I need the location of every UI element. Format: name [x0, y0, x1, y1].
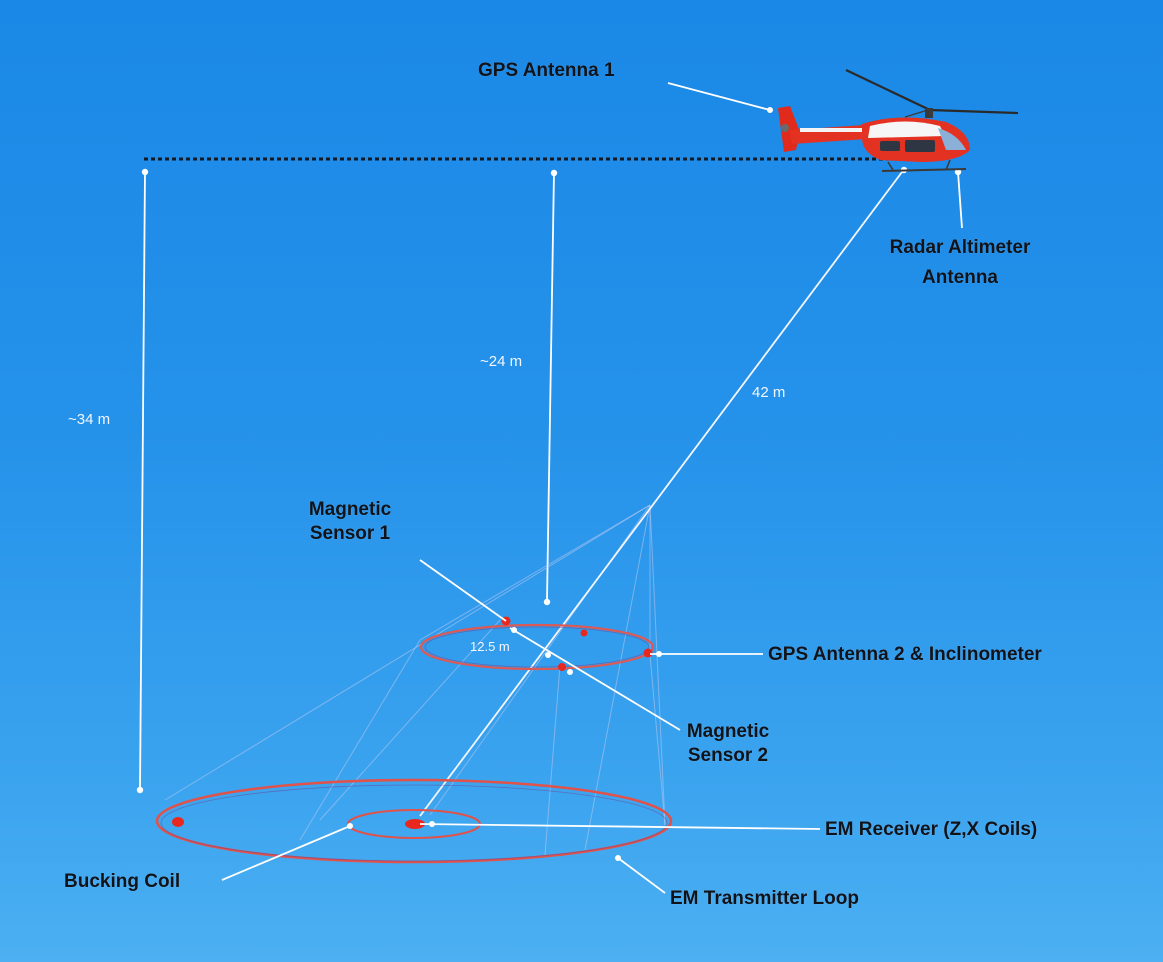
em-transmitter-loop	[155, 778, 673, 864]
label-bucking-coil: Bucking Coil	[64, 871, 181, 892]
label-em-transmitter-loop: EM Transmitter Loop	[670, 888, 859, 909]
leader-radar-altimeter	[957, 171, 963, 229]
rigging-lines	[164, 504, 666, 856]
dimension-ring-diameter: 12.5 m	[470, 639, 510, 654]
label-radar-altimeter-line2: Antenna	[922, 267, 998, 288]
magnetometer-ring	[419, 623, 655, 671]
leader-gps-antenna-1	[667, 82, 771, 111]
label-magnetic-sensor-1: Magnetic Sensor 1	[290, 498, 410, 546]
left-height-top-dot	[141, 168, 149, 176]
center-height-top-dot	[550, 169, 558, 177]
em-receiver-marker	[405, 819, 425, 829]
dimension-tow-cable: 42 m	[752, 384, 786, 401]
leader-lines	[221, 82, 963, 894]
helicopter-icon	[778, 69, 1019, 172]
leader-bucking-coil	[221, 825, 351, 881]
center-height-line	[546, 171, 555, 601]
label-radar-altimeter-antenna: Radar Altimeter Antenna	[860, 236, 1060, 290]
label-magnetic-sensor-2: Magnetic Sensor 2	[668, 720, 788, 768]
left-height-bottom-dot	[136, 786, 144, 794]
leader-magnetic-sensor-1	[419, 559, 507, 622]
em-transmitter-loop-shadow	[160, 784, 668, 862]
label-magnetic-sensor-1-line2: Sensor 1	[309, 523, 391, 544]
leader-em-receiver	[419, 823, 821, 830]
center-height-bottom-dot	[543, 598, 551, 606]
label-radar-altimeter-line1: Radar Altimeter	[889, 237, 1031, 258]
label-gps-antenna-2-inclinometer: GPS Antenna 2 & Inclinometer	[768, 644, 1042, 665]
dimension-center-height: ~24 m	[480, 353, 523, 370]
leader-dots	[347, 107, 962, 861]
label-gps-antenna-1: GPS Antenna 1	[478, 60, 615, 81]
label-magnetic-sensor-1-line1: Magnetic	[308, 499, 392, 520]
bucking-coil-marker	[172, 817, 184, 827]
dimension-left-height: ~34 m	[68, 411, 111, 428]
magnetic-sensor-2-marker	[558, 663, 566, 671]
label-em-receiver: EM Receiver (Z,X Coils)	[825, 819, 1038, 840]
gps-antenna-2-marker	[643, 648, 653, 658]
label-magnetic-sensor-2-line1: Magnetic	[686, 721, 770, 742]
label-magnetic-sensor-2-line2: Sensor 2	[687, 745, 769, 766]
tow-cable	[419, 167, 906, 817]
left-height-line	[139, 169, 146, 791]
leader-magnetic-sensor-2	[509, 627, 681, 731]
magnetometer-ring-inner	[424, 626, 650, 668]
ring-marker-top	[580, 629, 588, 637]
leader-em-transmitter	[617, 857, 666, 894]
